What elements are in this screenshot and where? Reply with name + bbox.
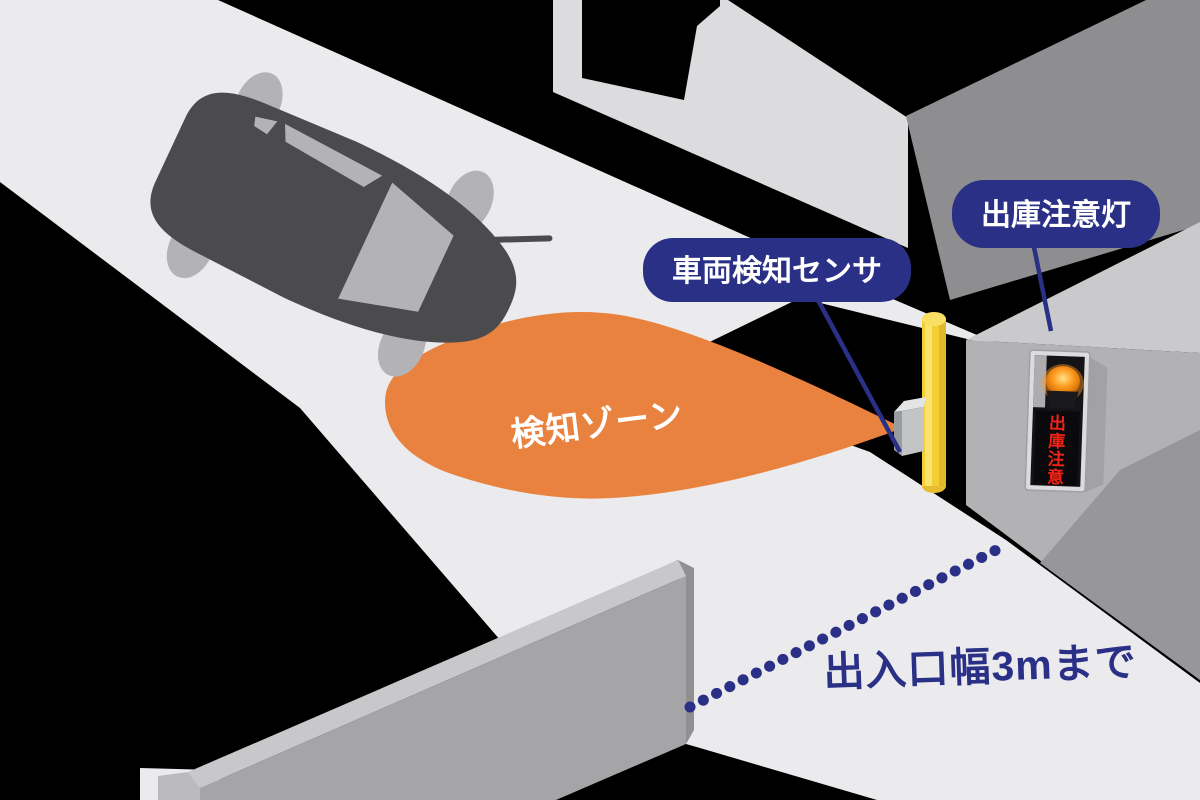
sensor-callout: 車両検知センサ [643,238,911,302]
right-wall-top-face [966,222,1200,353]
sensor-callout-bubble [643,238,911,302]
device-side-face [1085,357,1108,493]
warning-light-device: 出 庫 注 意 [1024,349,1108,493]
car [150,72,553,377]
detection-zone: 検知ゾーン [385,312,903,499]
exit-light-callout-pointer [1031,246,1054,332]
lower-wall [158,560,694,800]
upper-wall [553,0,908,248]
upper-wall-window [582,0,720,100]
sensor-callout-pointer [816,298,902,454]
entrance-width-dotted-line [684,540,1010,713]
sensor-head-top [894,397,926,412]
entrance-width-label: 出入口幅3mまで [823,639,1138,696]
lower-wall-top-face [188,560,686,788]
pole-highlight [925,318,932,486]
sensor-pole [894,312,946,493]
beacon-lamp [1045,366,1080,397]
pole-shade [939,318,946,486]
car-windshield [338,182,454,312]
panel-char-4: 意 [1047,467,1065,488]
car-side-window [285,123,383,188]
right-wall-front-shadow [1040,430,1200,680]
lower-wall-front-face [200,576,686,800]
sensor-head-front [902,407,924,456]
panel-char-1: 出 [1049,413,1067,434]
exit-light-callout-label: 出庫注意灯 [981,198,1131,232]
beacon-base [1046,390,1079,409]
detection-zone-shape [385,312,903,499]
panel-char-3: 注 [1047,449,1065,470]
device-interior-reflection [1033,355,1047,408]
exit-light-callout: 出庫注意灯 [952,180,1160,248]
pole-top-cap [922,312,946,326]
car-quarter-window [254,116,278,135]
panel-char-2: 庫 [1048,431,1066,452]
exit-light-callout-bubble [952,180,1160,248]
device-panel [1033,410,1080,486]
car-antenna [492,235,553,243]
sensor-callout-label: 車両検知センサ [672,255,882,288]
lower-wall-cap-face [158,772,200,800]
